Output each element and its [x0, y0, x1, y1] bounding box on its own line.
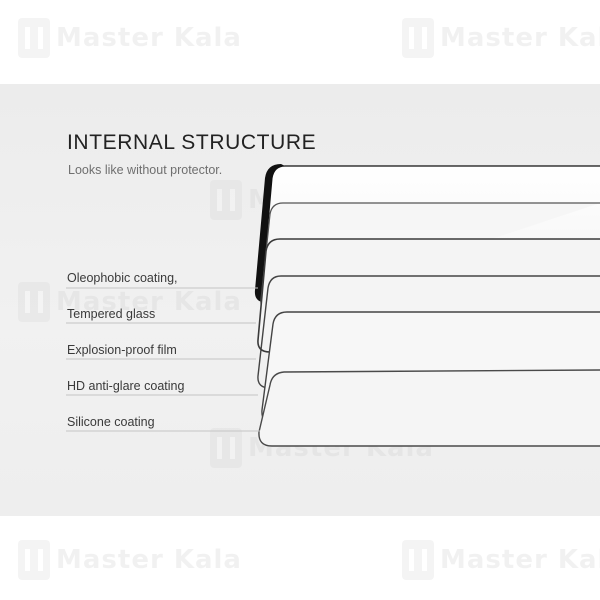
layer-label-oleophobic: Oleophobic coating,: [67, 271, 178, 285]
watermark-logo-icon: [18, 282, 50, 322]
layer-label-silicone: Silicone coating: [67, 415, 155, 429]
screen-bezel: [254, 164, 285, 302]
watermark-text: Master Kala: [56, 23, 242, 53]
page-title: INTERNAL STRUCTURE: [67, 131, 317, 154]
watermark: Master Kala: [402, 18, 600, 58]
watermark-logo-icon: [402, 18, 434, 58]
layer-sheet-silicone: [258, 369, 600, 447]
layer-label-tempered-glass: Tempered glass: [67, 307, 156, 321]
watermark-logo-icon: [18, 18, 50, 58]
watermark-text: Master Kala: [440, 545, 600, 575]
watermark-logo-icon: [402, 540, 434, 580]
watermark-text: Master Kala: [440, 23, 600, 53]
watermark-text: Master Kala: [56, 545, 242, 575]
watermark: Master Kala: [402, 540, 600, 580]
page-subtitle: Looks like without protector.: [68, 163, 223, 177]
watermark: Master Kala: [18, 18, 242, 58]
watermark-logo-icon: [18, 540, 50, 580]
layer-label-explosion-proof: Explosion-proof film: [67, 343, 177, 357]
layer-sheet-explosion-proof: [257, 275, 600, 389]
watermark: Master Kala: [18, 540, 242, 580]
layer-label-anti-glare: HD anti-glare coating: [67, 379, 185, 393]
watermark-text: Master Kala: [56, 287, 242, 317]
watermark-logo-icon: [210, 180, 242, 220]
watermark: Master Kala: [18, 282, 242, 322]
watermark-logo-icon: [210, 428, 242, 468]
